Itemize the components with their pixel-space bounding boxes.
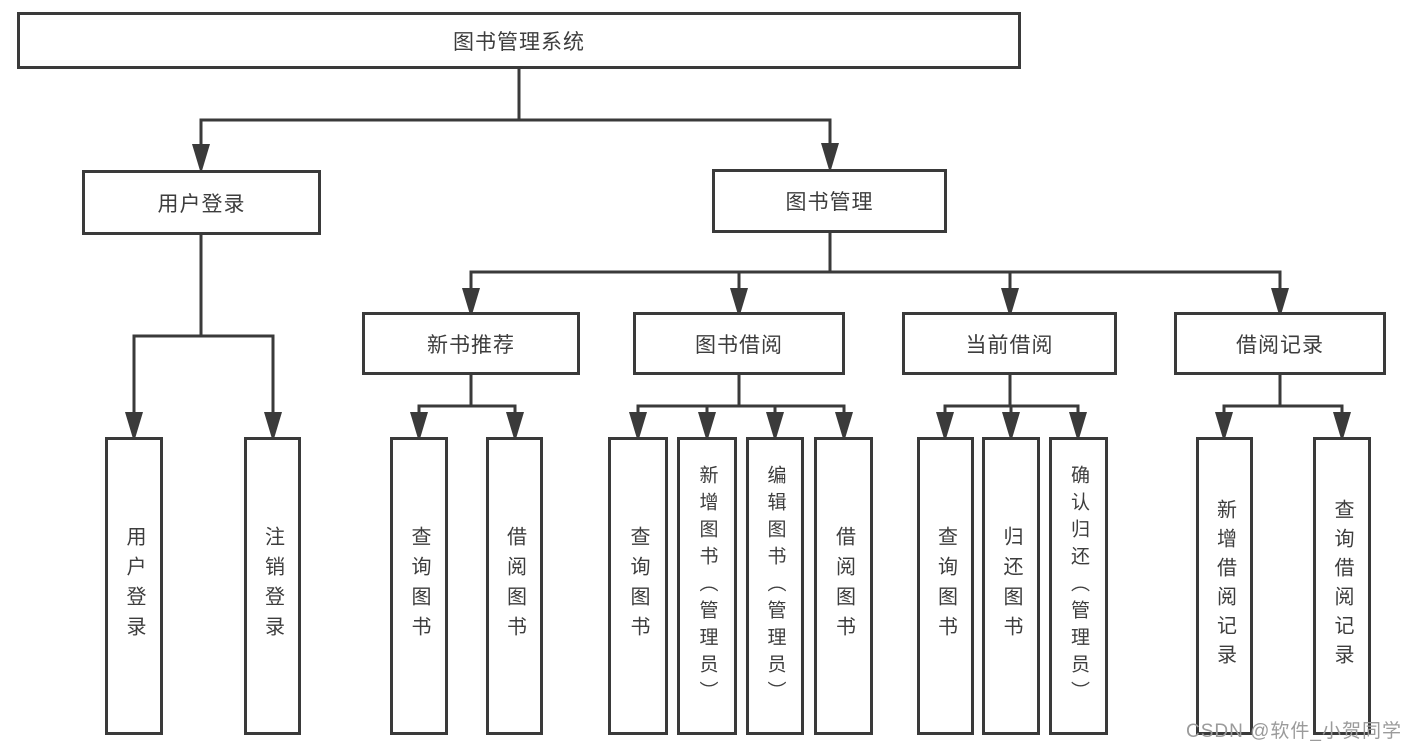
node-book-borrowing: 图书借阅 — [633, 312, 845, 375]
node-book-management: 图书管理 — [712, 169, 947, 233]
leaf-user-login: 用户登录 — [105, 437, 163, 735]
leaf-confirm-return-admin: 确认归还（管理员） — [1049, 437, 1108, 735]
node-new-book-recommendation: 新书推荐 — [362, 312, 580, 375]
node-user-login: 用户登录 — [82, 170, 321, 235]
csdn-watermark: CSDN @软件_小贺同学 — [1186, 721, 1402, 742]
leaf-edit-books-admin: 编辑图书（管理员） — [746, 437, 804, 735]
leaf-query-books: 查询图书 — [917, 437, 974, 735]
node-borrowing-records: 借阅记录 — [1174, 312, 1386, 375]
leaf-return-books: 归还图书 — [982, 437, 1040, 735]
leaf-logout: 注销登录 — [244, 437, 301, 735]
leaf-add-borrow-record: 新增借阅记录 — [1196, 437, 1253, 735]
leaf-query-borrow-record: 查询借阅记录 — [1313, 437, 1371, 735]
node-current-borrowing: 当前借阅 — [902, 312, 1117, 375]
leaf-query-books: 查询图书 — [390, 437, 448, 735]
leaf-add-books-admin: 新增图书（管理员） — [677, 437, 737, 735]
leaf-borrow-books: 借阅图书 — [814, 437, 873, 735]
leaf-borrow-books: 借阅图书 — [486, 437, 543, 735]
node-library-management-system: 图书管理系统 — [17, 12, 1021, 69]
leaf-query-books: 查询图书 — [608, 437, 668, 735]
